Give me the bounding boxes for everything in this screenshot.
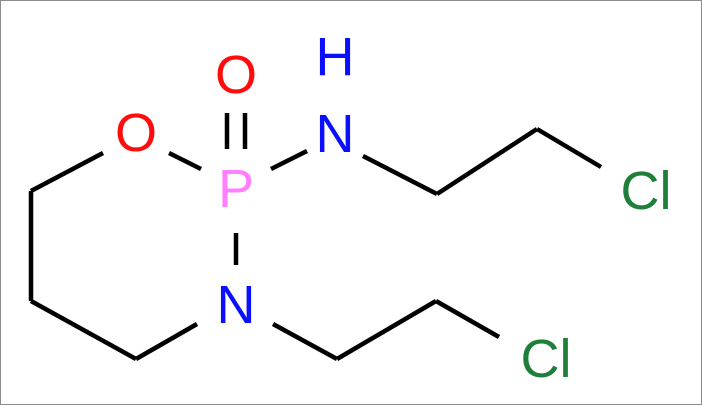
bond-c7-cl-bottom xyxy=(434,299,501,339)
atom-o-double: O xyxy=(215,45,257,105)
atom-h-amine: H xyxy=(316,27,355,87)
bond-c2-c3 xyxy=(29,299,138,361)
atom-n-ring: N xyxy=(217,275,256,335)
bond-n-ring-c6 xyxy=(271,322,339,361)
atom-n-amine: N xyxy=(316,104,355,164)
atom-p: P xyxy=(218,159,254,219)
bond-c5-cl-top xyxy=(535,127,603,169)
atom-o-ring: O xyxy=(115,103,157,163)
bonds xyxy=(28,113,603,361)
bond-p-n-amine xyxy=(269,148,309,172)
atom-cl-top: Cl xyxy=(621,161,672,221)
bond-c4-c5 xyxy=(435,127,539,196)
bond-p-o-ring xyxy=(167,150,203,172)
bond-c3-n-ring xyxy=(134,322,199,361)
bond-o-c1 xyxy=(29,151,105,193)
bond-c6-c7 xyxy=(335,299,438,361)
atom-labels: O O P H N N Cl Cl xyxy=(115,27,672,389)
bond-n-amine-c4 xyxy=(361,153,439,197)
atom-cl-bottom: Cl xyxy=(521,329,572,389)
